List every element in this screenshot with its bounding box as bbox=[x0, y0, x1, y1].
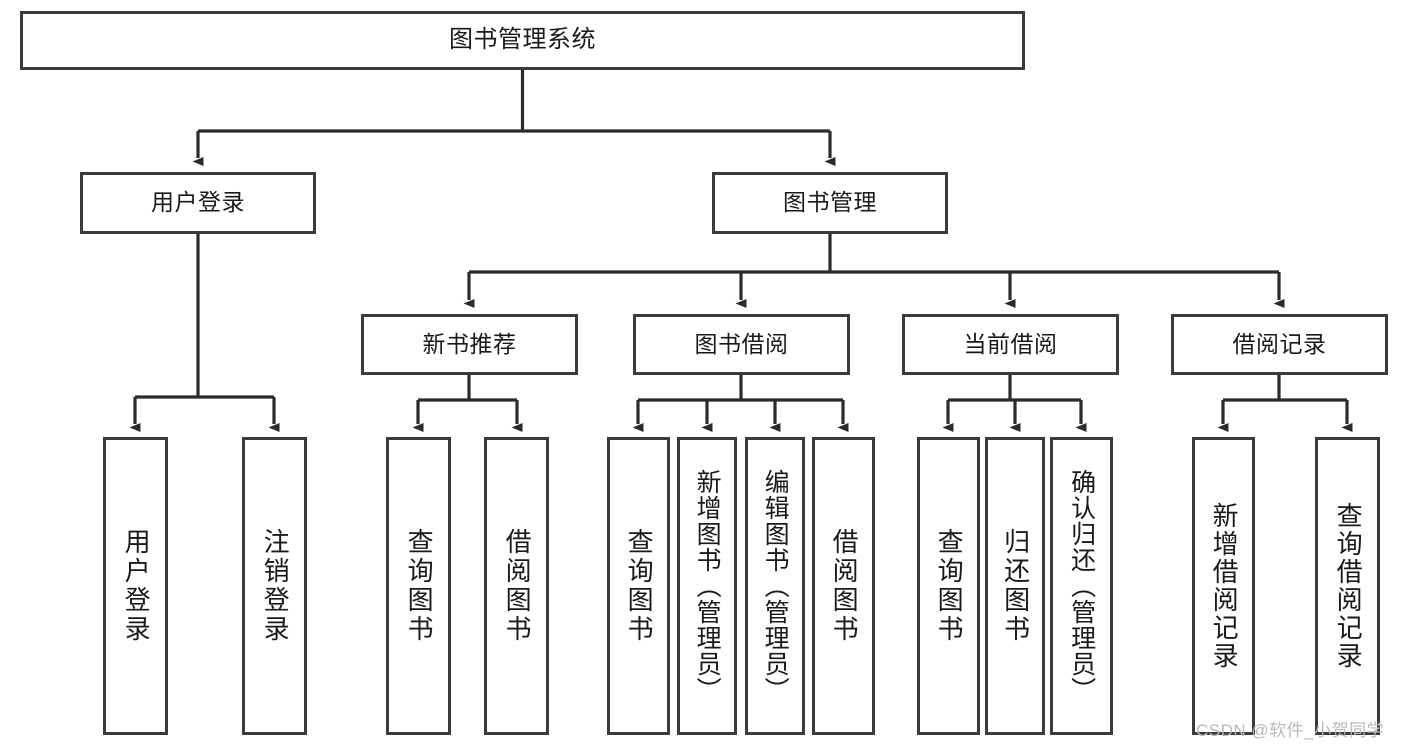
node-borrow-record-label: 借阅记录 bbox=[1232, 330, 1327, 357]
node-leaf-add-record-label: 新增借阅记录 bbox=[1209, 502, 1240, 670]
node-leaf-add-book[interactable]: 新增图书（管理员） bbox=[677, 437, 737, 735]
node-leaf-add-book-label: 新增图书（管理员） bbox=[693, 469, 722, 703]
node-new-book-recommend[interactable]: 新书推荐 bbox=[361, 314, 578, 375]
node-leaf-query-record[interactable]: 查询借阅记录 bbox=[1315, 437, 1380, 735]
node-leaf-return-book[interactable]: 归还图书 bbox=[985, 437, 1045, 735]
node-book-manage[interactable]: 图书管理 bbox=[712, 172, 948, 234]
node-leaf-borrow-book-2-label: 借阅图书 bbox=[829, 528, 860, 644]
node-book-borrow-label: 图书借阅 bbox=[694, 330, 789, 357]
node-leaf-query-book-2-label: 查询图书 bbox=[624, 528, 655, 644]
node-leaf-borrow-book-2[interactable]: 借阅图书 bbox=[812, 437, 875, 735]
node-user-login[interactable]: 用户登录 bbox=[80, 172, 316, 234]
node-leaf-edit-book-label: 编辑图书（管理员） bbox=[761, 469, 790, 703]
node-current-borrow-label: 当前借阅 bbox=[963, 330, 1058, 357]
node-current-borrow[interactable]: 当前借阅 bbox=[902, 314, 1119, 375]
node-borrow-record[interactable]: 借阅记录 bbox=[1171, 314, 1388, 375]
node-root[interactable]: 图书管理系统 bbox=[20, 11, 1025, 70]
node-book-borrow[interactable]: 图书借阅 bbox=[633, 314, 850, 375]
node-leaf-borrow-book-1-label: 借阅图书 bbox=[502, 528, 533, 644]
node-leaf-query-book-3-label: 查询图书 bbox=[934, 528, 965, 644]
node-root-label: 图书管理系统 bbox=[449, 26, 596, 54]
node-leaf-user-logout[interactable]: 注销登录 bbox=[242, 437, 307, 735]
node-leaf-user-login-label: 用户登录 bbox=[121, 528, 152, 644]
node-leaf-return-book-label: 归还图书 bbox=[1000, 528, 1031, 644]
node-leaf-user-logout-label: 注销登录 bbox=[260, 528, 291, 644]
csdn-watermark: CSDN @软件_小贺同学 bbox=[1196, 721, 1385, 740]
node-leaf-add-record[interactable]: 新增借阅记录 bbox=[1192, 437, 1255, 735]
node-user-login-label: 用户登录 bbox=[151, 189, 245, 216]
node-leaf-query-book-1-label: 查询图书 bbox=[404, 528, 435, 644]
node-leaf-confirm-return[interactable]: 确认归还（管理员） bbox=[1050, 437, 1113, 735]
node-leaf-user-login[interactable]: 用户登录 bbox=[103, 437, 168, 735]
node-leaf-confirm-return-label: 确认归还（管理员） bbox=[1067, 469, 1096, 703]
node-leaf-edit-book[interactable]: 编辑图书（管理员） bbox=[745, 437, 805, 735]
node-book-manage-label: 图书管理 bbox=[783, 189, 877, 216]
node-leaf-query-book-3[interactable]: 查询图书 bbox=[917, 437, 980, 735]
node-leaf-query-book-2[interactable]: 查询图书 bbox=[607, 437, 670, 735]
node-leaf-borrow-book-1[interactable]: 借阅图书 bbox=[484, 437, 549, 735]
node-leaf-query-book-1[interactable]: 查询图书 bbox=[386, 437, 451, 735]
node-new-book-recommend-label: 新书推荐 bbox=[422, 330, 517, 357]
node-leaf-query-record-label: 查询借阅记录 bbox=[1333, 502, 1364, 670]
